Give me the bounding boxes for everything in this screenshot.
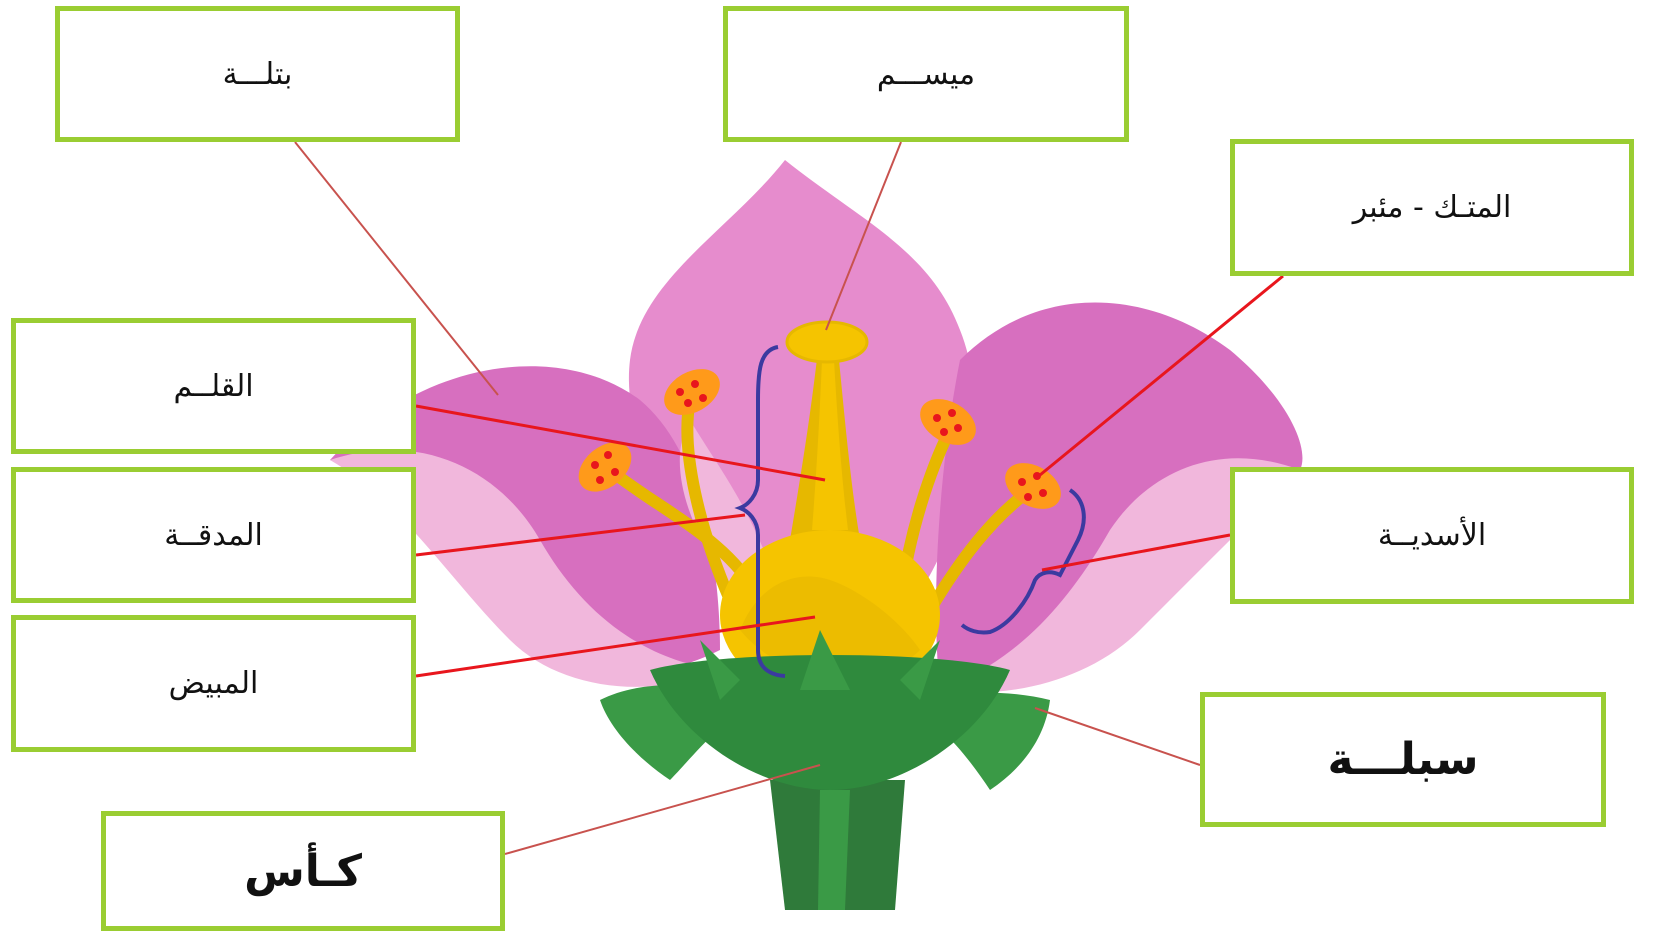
label-stamens-text: الأسديــة bbox=[1378, 518, 1486, 553]
label-stigma: ميســـم bbox=[723, 6, 1129, 142]
label-stigma-text: ميســـم bbox=[877, 57, 975, 92]
label-calyx: كـأس bbox=[101, 811, 505, 931]
stem-highlight bbox=[818, 790, 850, 910]
label-pistil: المدقــة bbox=[11, 467, 416, 603]
label-calyx-text: كـأس bbox=[244, 846, 362, 897]
label-petal: بتلـــة bbox=[55, 6, 460, 142]
leader-calyx bbox=[505, 765, 820, 854]
leader-sepal bbox=[1035, 708, 1200, 765]
label-stamens: الأسديــة bbox=[1230, 467, 1634, 604]
label-ovary: المبيض bbox=[11, 615, 416, 752]
label-sepal: سبلـــة bbox=[1200, 692, 1606, 827]
label-anther: المتـك - مئبر bbox=[1230, 139, 1634, 276]
label-pistil-text: المدقــة bbox=[164, 518, 263, 553]
label-style: القلــم bbox=[11, 318, 416, 454]
label-ovary-text: المبيض bbox=[169, 666, 259, 701]
flower-diagram: بتلـــة ميســـم المتـك - مئبر القلــم ال… bbox=[0, 0, 1654, 910]
label-petal-text: بتلـــة bbox=[223, 57, 293, 92]
label-sepal-text: سبلـــة bbox=[1328, 734, 1479, 785]
label-anther-text: المتـك - مئبر bbox=[1353, 190, 1512, 225]
label-style-text: القلــم bbox=[173, 369, 253, 404]
